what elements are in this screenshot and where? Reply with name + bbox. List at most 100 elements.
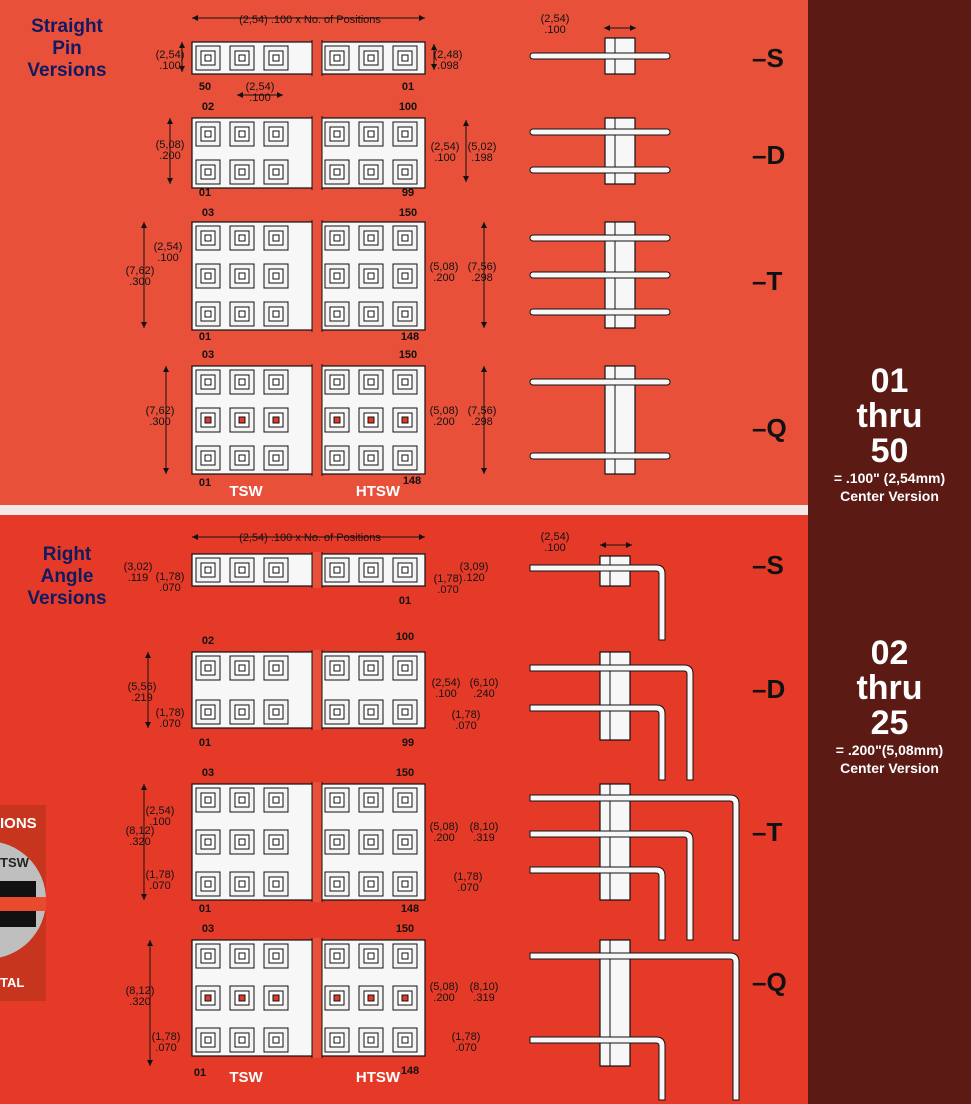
pin-01-ras: 01 (399, 595, 411, 607)
dim-762-q: .300 (149, 416, 170, 428)
pin (238, 708, 246, 716)
pin (272, 234, 280, 242)
side-pitch-ra-text: (2,54) (541, 531, 570, 543)
pin-02-ra: 02 (202, 635, 214, 647)
pin-148-raq: 148 (401, 1065, 419, 1077)
pin-cell (392, 943, 418, 969)
pin (272, 1036, 280, 1044)
center-version-sidebar (808, 0, 971, 1104)
pin-cell (324, 121, 350, 147)
pin (333, 168, 341, 176)
pin (238, 838, 246, 846)
pin (272, 952, 280, 960)
pin (367, 994, 375, 1002)
pitch-text: .100 (249, 92, 270, 104)
pin (367, 952, 375, 960)
arrow-head (481, 322, 487, 328)
dim-508-rat: (5,08) (430, 821, 459, 833)
pin (333, 838, 341, 846)
dim-254-t: .100 (157, 252, 178, 264)
pin (333, 272, 341, 280)
suffix-d-straight: –D (752, 140, 786, 170)
dim-502-d: (5,02) (468, 141, 497, 153)
pin-side (529, 128, 671, 136)
pin (333, 566, 341, 574)
break-gap (312, 116, 322, 190)
pin (401, 272, 409, 280)
pin (204, 168, 212, 176)
dim-810-q: .319 (473, 992, 494, 1004)
pin-side (529, 234, 671, 242)
pin-150-ra: 150 (396, 767, 414, 779)
arrow-head (145, 652, 151, 658)
side-body (599, 783, 631, 901)
pin (272, 416, 280, 424)
pin (367, 566, 375, 574)
arrow-head (147, 940, 153, 946)
pin (401, 168, 409, 176)
side-pitch-ra-text: .100 (544, 542, 565, 554)
pin (367, 310, 375, 318)
suffix-q-right: –Q (752, 967, 787, 997)
pin-right-angle (529, 952, 740, 1101)
arrow-head (179, 42, 185, 48)
pin-side (529, 52, 671, 60)
pin (204, 454, 212, 462)
label-tsw: TSW (229, 483, 263, 500)
arrow-head (179, 66, 185, 72)
product-badge: IONS TSW TAL (0, 805, 46, 1001)
pin (367, 54, 375, 62)
pin (272, 994, 280, 1002)
dim-302-s: .119 (128, 572, 149, 584)
dim-556-d: .219 (131, 692, 152, 704)
pin (204, 708, 212, 716)
pitch-text: (2,54) (246, 81, 275, 93)
break-gap (312, 40, 322, 76)
badge-stripe (0, 897, 46, 911)
dim-762-q: (7,62) (146, 405, 175, 417)
pin (333, 130, 341, 138)
pin (272, 54, 280, 62)
dim-254-s: (2,54) (156, 49, 185, 61)
straight-pin-title: Straight Pin Versions (27, 16, 107, 81)
dim-309-s: (3,09) (460, 561, 489, 573)
connector-body (191, 117, 426, 189)
dim-810-q: (8,10) (470, 981, 499, 993)
dim-810-t: (8,10) (470, 821, 499, 833)
pin (367, 272, 375, 280)
arrow-head (141, 222, 147, 228)
pin-01-s: 01 (402, 81, 414, 93)
pin (272, 566, 280, 574)
dim-508-q: .200 (433, 416, 454, 428)
arrow-head (145, 722, 151, 728)
pin (401, 454, 409, 462)
pin (204, 416, 212, 424)
dim-178-q2: (1,78) (452, 1031, 481, 1043)
pin-100-ra: 100 (396, 631, 414, 643)
pin (272, 272, 280, 280)
dim-178-t2: (1,78) (454, 871, 483, 883)
arrow-head (431, 64, 437, 70)
pin (204, 378, 212, 386)
dim-556-d: (5,56) (128, 681, 157, 693)
arrow-head (481, 468, 487, 474)
connector-body (191, 365, 426, 475)
dim-254-rat: (2,54) (146, 805, 175, 817)
pin (238, 310, 246, 318)
pin-cell (195, 557, 221, 583)
arrow-head (626, 542, 632, 548)
pin-148-ra: 148 (401, 903, 419, 915)
dim-178-d: .070 (159, 718, 180, 730)
dim-508-raq: .200 (433, 992, 454, 1004)
pin (401, 416, 409, 424)
center-version-100: 01 thru 50 = .100" (2,54mm) Center Versi… (833, 362, 946, 505)
arrow-head (604, 25, 610, 31)
pin (272, 310, 280, 318)
dim-178-q: (1,78) (152, 1031, 181, 1043)
pin (367, 454, 375, 462)
dim-178-s2: .070 (437, 584, 458, 596)
dim-254-t: (2,54) (154, 241, 183, 253)
dim-812-t: (8,12) (126, 825, 155, 837)
pin (204, 880, 212, 888)
center-version-200: 02 thru 25 = .200"(5,08mm) Center Versio… (835, 634, 944, 777)
